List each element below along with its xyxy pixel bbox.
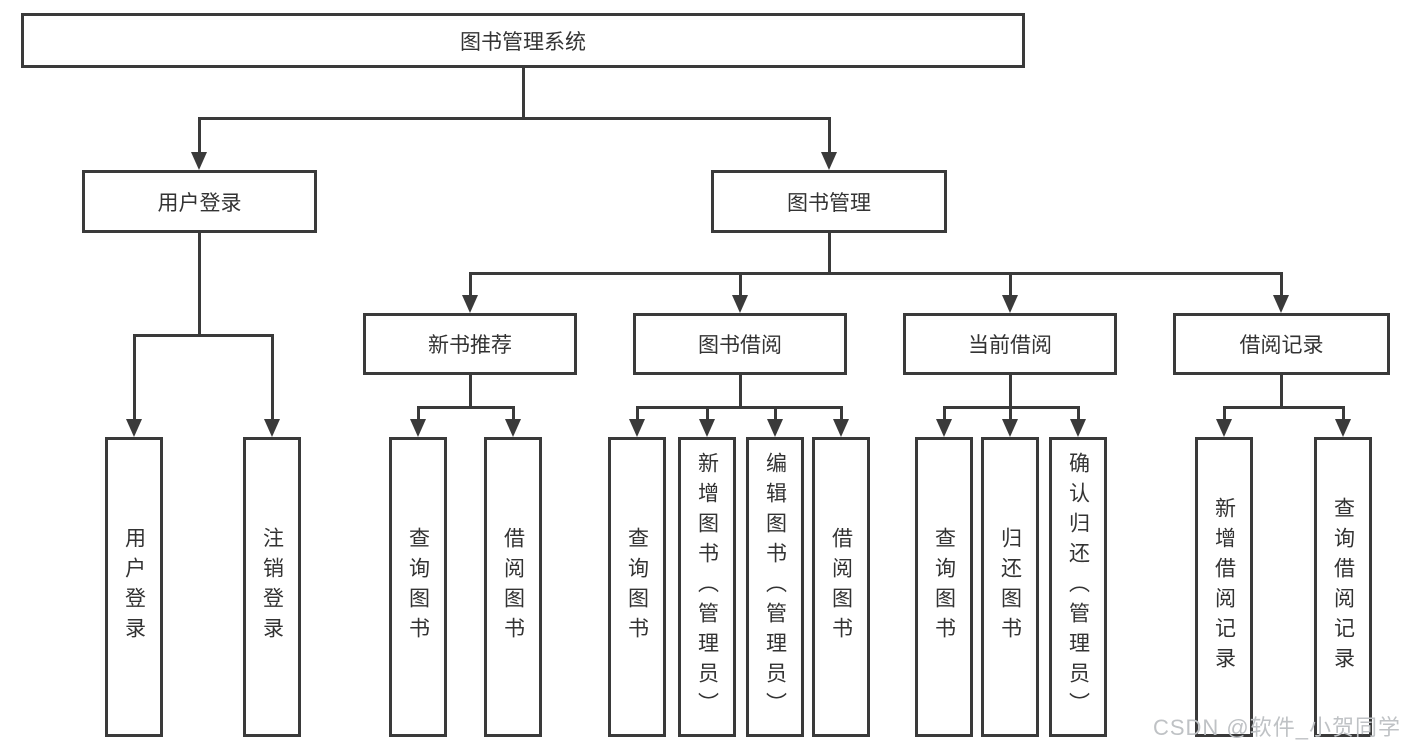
node-book-management: 图书管理 xyxy=(711,170,947,233)
arrowhead-leaf-br-add-icon xyxy=(1216,419,1232,437)
arrowhead-leaf-bb-borrow-icon xyxy=(833,419,849,437)
leaf-br-query-record-label: 查询借阅记录 xyxy=(1331,497,1355,677)
leaf-bb-borrow-books: 借阅图书 xyxy=(812,437,870,737)
edge-to-leaf-bb-edit xyxy=(773,406,777,420)
edge-to-leaf-nb-query xyxy=(416,406,420,420)
edge-new-book-recommend-hline xyxy=(416,406,515,409)
node-user-login-label: 用户登录 xyxy=(157,191,242,215)
leaf-cb-return-books-label: 归还图书 xyxy=(998,527,1022,647)
edge-current-borrow-stem xyxy=(1008,375,1012,408)
node-root: 图书管理系统 xyxy=(21,13,1025,68)
edge-to-leaf-bb-borrow xyxy=(839,406,843,420)
edge-to-leaf-cb-confirm xyxy=(1076,406,1080,420)
arrowhead-leaf-cb-query-icon xyxy=(936,419,952,437)
edge-to-user-login xyxy=(197,116,201,153)
node-new-book-recommend: 新书推荐 xyxy=(363,313,577,375)
arrowhead-new-book-recommend-icon xyxy=(462,295,478,313)
edge-to-leaf-nb-borrow xyxy=(511,406,515,420)
edge-level2-hline xyxy=(197,116,831,120)
arrowhead-leaf-user-login-icon xyxy=(126,419,142,437)
edge-book-borrow-stem xyxy=(738,375,742,408)
leaf-bb-borrow-books-label: 借阅图书 xyxy=(829,527,853,647)
leaf-br-add-record-label: 新增借阅记录 xyxy=(1212,497,1236,677)
edge-to-leaf-bb-query xyxy=(635,406,639,420)
edge-to-leaf-logout xyxy=(270,333,274,420)
arrowhead-current-borrow-icon xyxy=(1002,295,1018,313)
edge-user-login-stem xyxy=(197,233,201,336)
arrowhead-leaf-nb-query-icon xyxy=(410,419,426,437)
edge-to-leaf-cb-query xyxy=(942,406,946,420)
arrowhead-borrow-records-icon xyxy=(1273,295,1289,313)
leaf-nb-query-books-label: 查询图书 xyxy=(406,527,430,647)
arrowhead-leaf-bb-query-icon xyxy=(629,419,645,437)
node-new-book-recommend-label: 新书推荐 xyxy=(428,334,512,357)
edge-to-book-borrow xyxy=(738,272,742,296)
leaf-br-add-record: 新增借阅记录 xyxy=(1195,437,1253,737)
node-book-borrow: 图书借阅 xyxy=(633,313,847,375)
leaf-user-login-label: 用户登录 xyxy=(122,527,146,647)
leaf-logout: 注销登录 xyxy=(243,437,301,737)
leaf-user-login: 用户登录 xyxy=(105,437,163,737)
leaf-bb-add-books-admin-label: 新增图书（管理员） xyxy=(695,452,719,722)
edge-to-leaf-cb-return xyxy=(1008,406,1012,420)
leaf-bb-edit-books-admin: 编辑图书（管理员） xyxy=(746,437,804,737)
csdn-watermark: CSDN @软件_小贺同学 xyxy=(1152,715,1401,740)
node-borrow-records-label: 借阅记录 xyxy=(1239,334,1324,357)
edge-to-leaf-br-query xyxy=(1341,406,1345,420)
edge-to-leaf-bb-add xyxy=(705,406,709,420)
arrowhead-book-borrow-icon xyxy=(732,295,748,313)
edge-to-current-borrow xyxy=(1008,272,1012,296)
leaf-nb-borrow-books: 借阅图书 xyxy=(484,437,542,737)
arrowhead-leaf-logout-icon xyxy=(264,419,280,437)
node-user-login: 用户登录 xyxy=(82,170,317,233)
node-book-borrow-label: 图书借阅 xyxy=(698,334,782,357)
edge-root-stem xyxy=(521,68,525,118)
edge-book-borrow-hline xyxy=(635,406,843,409)
arrowhead-leaf-bb-add-icon xyxy=(699,419,715,437)
leaf-bb-query-books-label: 查询图书 xyxy=(625,527,649,647)
leaf-nb-query-books: 查询图书 xyxy=(389,437,447,737)
edge-to-new-book-recommend xyxy=(468,272,472,296)
node-borrow-records: 借阅记录 xyxy=(1173,313,1390,375)
arrowhead-leaf-bb-edit-icon xyxy=(767,419,783,437)
node-current-borrow: 当前借阅 xyxy=(903,313,1117,375)
leaf-cb-query-books: 查询图书 xyxy=(915,437,973,737)
arrowhead-leaf-br-query-icon xyxy=(1335,419,1351,437)
arrowhead-leaf-nb-borrow-icon xyxy=(505,419,521,437)
arrowhead-leaf-cb-return-icon xyxy=(1002,419,1018,437)
edge-to-borrow-records xyxy=(1279,272,1283,296)
arrowhead-leaf-cb-confirm-icon xyxy=(1070,419,1086,437)
node-root-label: 图书管理系统 xyxy=(460,30,586,54)
edge-new-book-recommend-stem xyxy=(468,375,472,408)
leaf-cb-confirm-return-admin: 确认归还（管理员） xyxy=(1049,437,1107,737)
leaf-bb-edit-books-admin-label: 编辑图书（管理员） xyxy=(763,452,787,722)
edge-borrow-records-hline xyxy=(1222,406,1345,409)
edge-level3-hline xyxy=(468,272,1283,275)
leaf-cb-query-books-label: 查询图书 xyxy=(932,527,956,647)
leaf-nb-borrow-books-label: 借阅图书 xyxy=(501,527,525,647)
edge-to-leaf-br-add xyxy=(1222,406,1226,420)
arrowhead-book-management-icon xyxy=(821,152,837,170)
node-book-management-label: 图书管理 xyxy=(787,191,871,215)
edge-borrow-records-stem xyxy=(1279,375,1283,408)
edge-to-book-management xyxy=(827,116,831,153)
edge-user-login-hline xyxy=(132,333,274,337)
leaf-br-query-record: 查询借阅记录 xyxy=(1314,437,1372,737)
leaf-bb-query-books: 查询图书 xyxy=(608,437,666,737)
leaf-cb-confirm-return-admin-label: 确认归还（管理员） xyxy=(1066,452,1090,722)
leaf-logout-label: 注销登录 xyxy=(260,527,284,647)
leaf-cb-return-books: 归还图书 xyxy=(981,437,1039,737)
node-current-borrow-label: 当前借阅 xyxy=(968,334,1052,357)
edge-to-leaf-user-login xyxy=(132,333,136,420)
edge-book-management-stem xyxy=(827,233,831,274)
leaf-bb-add-books-admin: 新增图书（管理员） xyxy=(678,437,736,737)
arrowhead-user-login-icon xyxy=(191,152,207,170)
